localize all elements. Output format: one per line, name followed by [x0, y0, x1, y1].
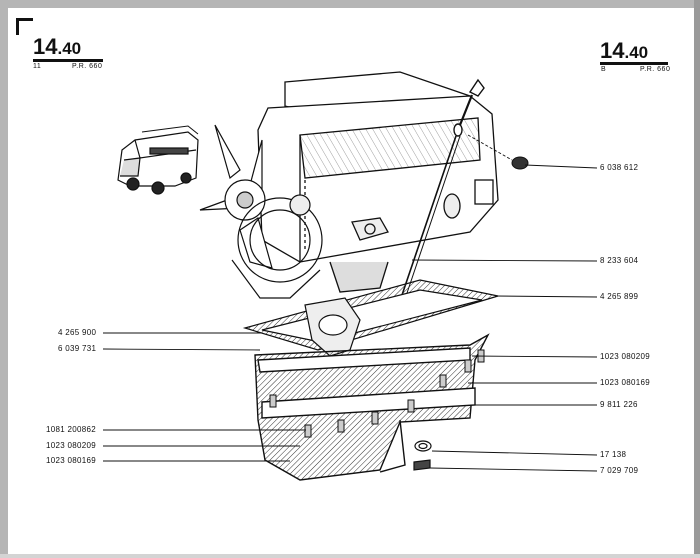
section-number-right: 14.40 — [600, 38, 649, 63]
scan-border-top — [0, 0, 700, 8]
header-rule-right — [600, 62, 668, 65]
drain-plug-illustration — [413, 440, 432, 471]
leader-lines — [102, 164, 598, 472]
part-label: 4 265 899 — [600, 292, 639, 301]
part-label: 6 038 612 — [600, 163, 639, 172]
scan-border-right — [694, 0, 700, 558]
corner-crop-mark — [16, 18, 33, 35]
part-label: 6 039 731 — [58, 344, 97, 353]
part-label: 1023 080169 — [46, 456, 97, 465]
sheet-number-left: 11 — [33, 63, 42, 70]
oil-pump-illustration — [304, 297, 361, 357]
sheet-number-right: B — [601, 66, 607, 73]
oil-pan-illustration — [254, 333, 490, 481]
part-label: 8 233 604 — [600, 256, 639, 265]
section-number-left: 14.40 — [33, 34, 82, 59]
part-label: 1023 080209 — [46, 441, 97, 450]
part-label: 4 265 900 — [58, 328, 97, 337]
scan-border-left — [0, 0, 8, 558]
ref-code-right: P.R. 660 — [640, 66, 671, 73]
ref-code-left: P.R. 660 — [72, 63, 103, 70]
part-label: 17 138 — [600, 450, 627, 459]
part-label: 1023 080209 — [600, 352, 651, 361]
scan-border-bottom — [0, 554, 700, 558]
header-rule-left — [33, 59, 103, 62]
part-label: 1081 200862 — [46, 425, 97, 434]
vehicle-illustration — [117, 125, 199, 195]
engine-block-illustration — [257, 71, 499, 293]
fan-illustration — [199, 124, 323, 299]
gasket-illustration — [242, 279, 499, 351]
dipstick-illustration — [401, 78, 529, 297]
part-label: 7 029 709 — [600, 466, 639, 475]
part-label: 1023 080169 — [600, 378, 651, 387]
part-label: 9 811 226 — [600, 400, 638, 409]
